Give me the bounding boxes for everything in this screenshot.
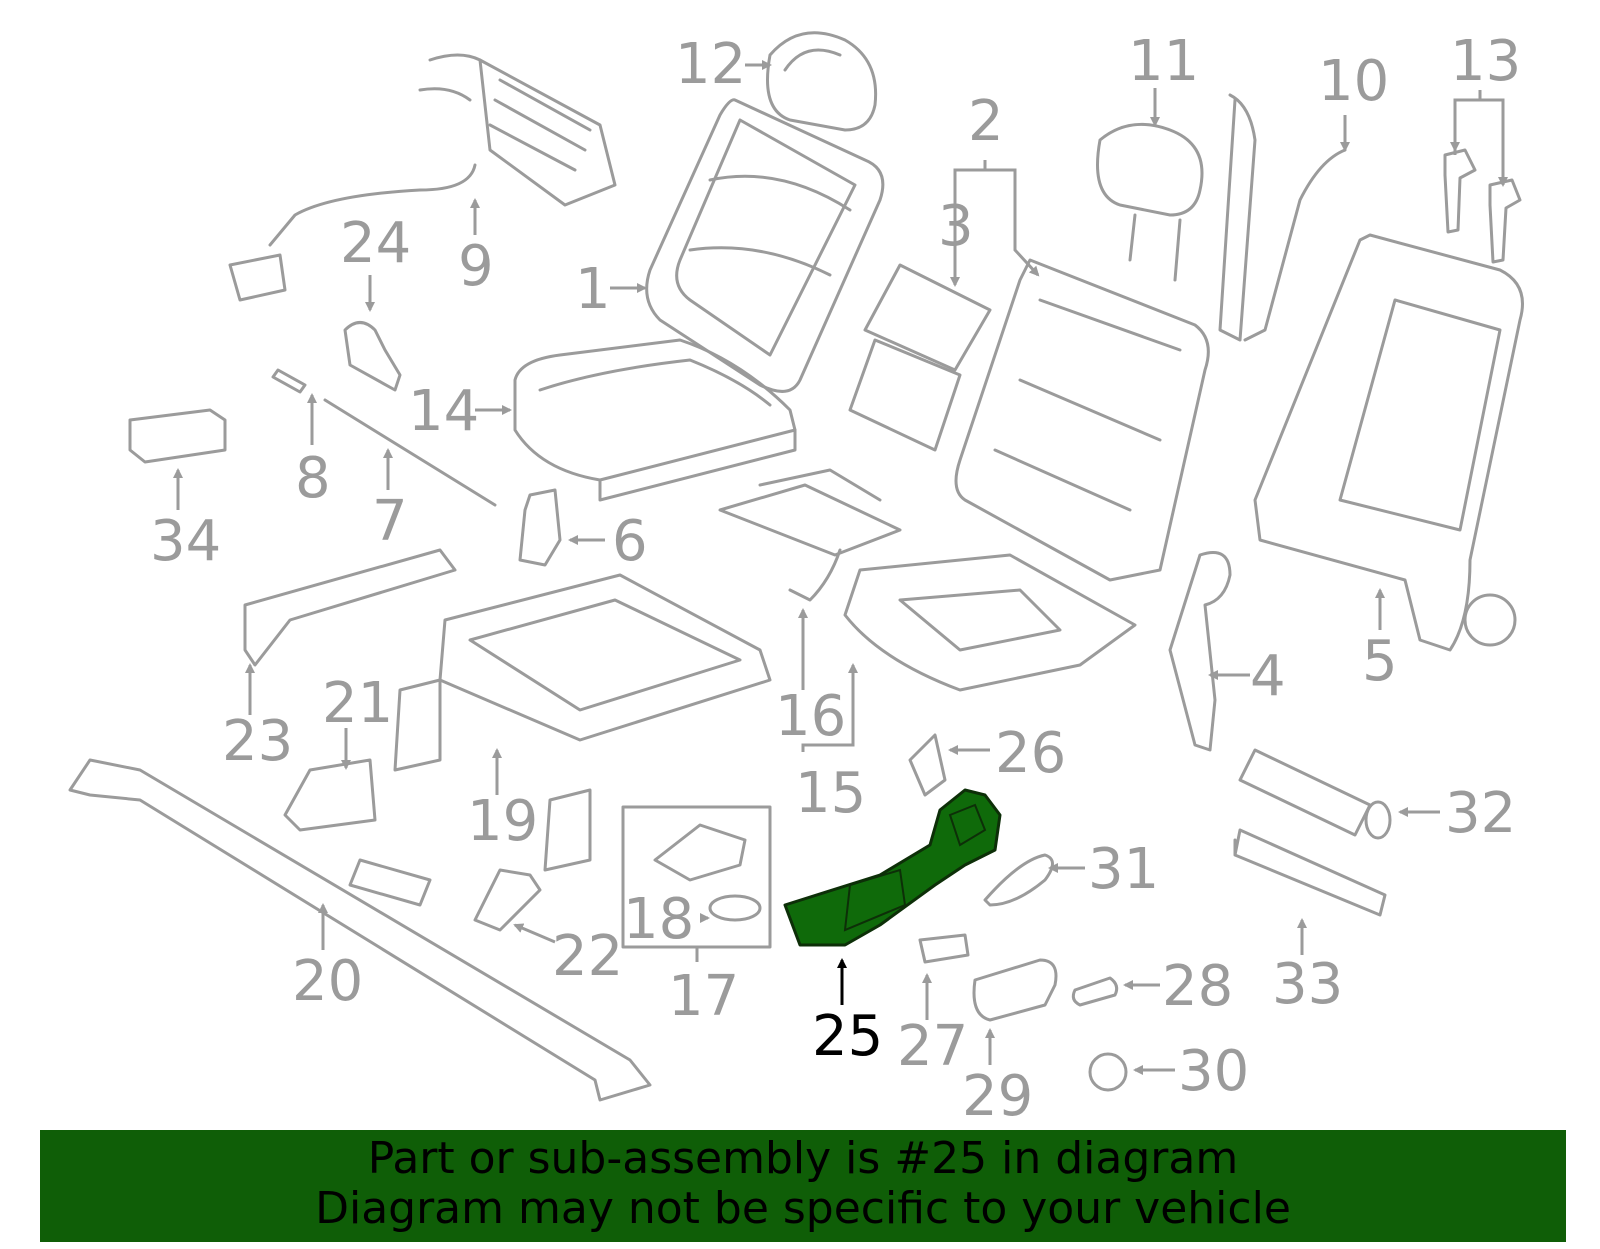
- part-12-headrest: [766, 31, 878, 132]
- callout-34: 34: [150, 509, 221, 574]
- part-7-rod: [323, 398, 497, 507]
- part-23-trim: [243, 548, 457, 667]
- part-19-seat-frame: [393, 573, 772, 872]
- callout-28: 28: [1162, 954, 1233, 1019]
- callout-9: 9: [458, 234, 494, 299]
- part-16-mat: [718, 468, 902, 602]
- callout-16: 16: [775, 684, 846, 749]
- part-10-rods: [1218, 93, 1347, 342]
- callout-18: 18: [623, 887, 694, 952]
- banner-line-2: Diagram may not be specific to your vehi…: [315, 1183, 1291, 1234]
- callout-22: 22: [552, 924, 623, 989]
- part-26-clip: [908, 733, 947, 797]
- part-4-recliner: [1168, 551, 1232, 752]
- callout-31: 31: [1088, 837, 1159, 902]
- callout-25: 25: [812, 1004, 883, 1069]
- callout-27: 27: [897, 1014, 968, 1079]
- callout-10: 10: [1318, 49, 1389, 114]
- callout-29: 29: [962, 1064, 1033, 1129]
- callout-19: 19: [467, 789, 538, 854]
- callout-17: 17: [668, 964, 739, 1029]
- part-11-headrest: [1096, 122, 1204, 282]
- info-banner: Part or sub-assembly is #25 in diagram D…: [40, 1130, 1566, 1242]
- part-2-seat-back-pad: [954, 258, 1210, 582]
- callout-24: 24: [340, 211, 411, 276]
- callout-14: 14: [408, 379, 479, 444]
- part-8-bolt: [271, 368, 307, 394]
- callout-30: 30: [1178, 1039, 1249, 1104]
- part-17-kit: [621, 805, 772, 949]
- part-20-rail: [68, 758, 652, 1102]
- callout-32: 32: [1445, 781, 1516, 846]
- part-32-motor: [1238, 748, 1392, 840]
- part-34-module: [128, 408, 227, 464]
- part-5-seat-back-frame: [1253, 233, 1524, 652]
- callout-26: 26: [995, 721, 1066, 786]
- part-22-bracket: [473, 868, 542, 932]
- callout-5: 5: [1362, 629, 1398, 694]
- part-13-guides: [1443, 148, 1522, 264]
- callout-1: 1: [575, 257, 611, 322]
- callout-8: 8: [295, 446, 331, 511]
- part-14-seat-cushion: [513, 338, 797, 502]
- callout-6: 6: [612, 509, 648, 574]
- part-33-module: [1233, 828, 1387, 917]
- callouts: 12 9 1 24 14 8 7 34 6 23 21 19 2: [150, 29, 1521, 1129]
- callout-12: 12: [675, 32, 746, 97]
- callout-20: 20: [292, 949, 363, 1014]
- part-27-switch: [918, 933, 970, 964]
- part-6-motor: [518, 488, 562, 567]
- callout-13: 13: [1450, 29, 1521, 94]
- part-9-harness: [228, 53, 617, 302]
- callout-2: 2: [968, 89, 1004, 154]
- part-25-side-shield: [783, 788, 1002, 947]
- callout-7: 7: [372, 489, 408, 554]
- part-15-cushion-pad: [843, 553, 1137, 692]
- part-1-seat-back: [645, 98, 885, 393]
- part-3-pads: [848, 263, 992, 452]
- callout-21: 21: [322, 671, 393, 736]
- callout-23: 23: [222, 709, 293, 774]
- callout-3: 3: [938, 194, 974, 259]
- part-24-bracket: [343, 321, 402, 392]
- callout-4: 4: [1250, 644, 1286, 709]
- part-28-knob: [1071, 976, 1119, 1007]
- callout-11: 11: [1128, 29, 1199, 94]
- part-30-knob: [1088, 1052, 1128, 1092]
- part-29-bezel: [972, 958, 1058, 1022]
- callout-15: 15: [795, 761, 866, 826]
- callout-33: 33: [1272, 952, 1343, 1017]
- banner-line-1: Part or sub-assembly is #25 in diagram: [367, 1133, 1239, 1184]
- part-21-cover: [283, 758, 377, 832]
- part-31-handle: [983, 853, 1054, 907]
